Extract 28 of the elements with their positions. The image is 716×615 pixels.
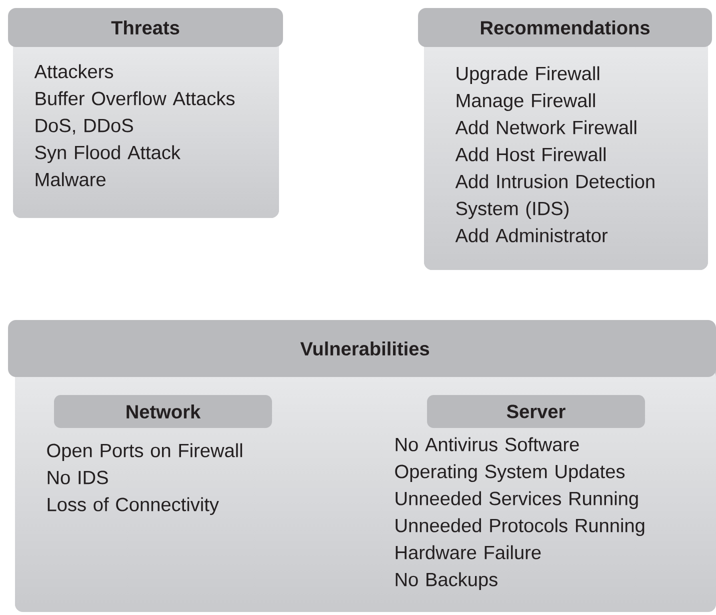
list-item: Add Network Firewall xyxy=(455,120,636,134)
list-item: Loss of Connectivity xyxy=(48,497,219,516)
section-header: Server xyxy=(427,395,645,428)
list-item: Unneeded Services Running xyxy=(396,491,638,510)
list-item: Add Host Firewall xyxy=(455,147,606,162)
list-item: Unneeded Protocols Running xyxy=(396,518,644,536)
list-item: Add Intrusion Detection System (IDS) xyxy=(455,174,654,220)
list-item: Hardware Failure xyxy=(396,545,541,560)
list-item: No Antivirus Software xyxy=(396,437,579,452)
card xyxy=(8,8,283,218)
section-header: Network xyxy=(54,395,272,428)
list-item: DoS, DDoS xyxy=(36,118,133,135)
list-item: Operating System Updates xyxy=(395,464,625,482)
list-item: Attackers xyxy=(34,64,114,78)
card xyxy=(418,8,712,270)
list-item: Syn Flood Attack xyxy=(35,145,181,164)
card-heading: Threats xyxy=(111,20,180,34)
list-item: Malware xyxy=(36,172,106,186)
panel-heading: Vulnerabilities xyxy=(300,342,430,356)
list-item: Buffer Overflow Attacks xyxy=(36,91,235,106)
list-item: No IDS xyxy=(48,470,108,484)
list-item: No Backups xyxy=(396,572,498,590)
list-item: Upgrade Firewall xyxy=(456,66,600,84)
list-item: Open Ports on Firewall xyxy=(47,443,242,462)
card-heading: Recommendations xyxy=(481,20,650,34)
list-item: Manage Firewall xyxy=(456,93,595,112)
list-item: Add Administrator xyxy=(455,228,608,242)
panel xyxy=(8,320,716,612)
